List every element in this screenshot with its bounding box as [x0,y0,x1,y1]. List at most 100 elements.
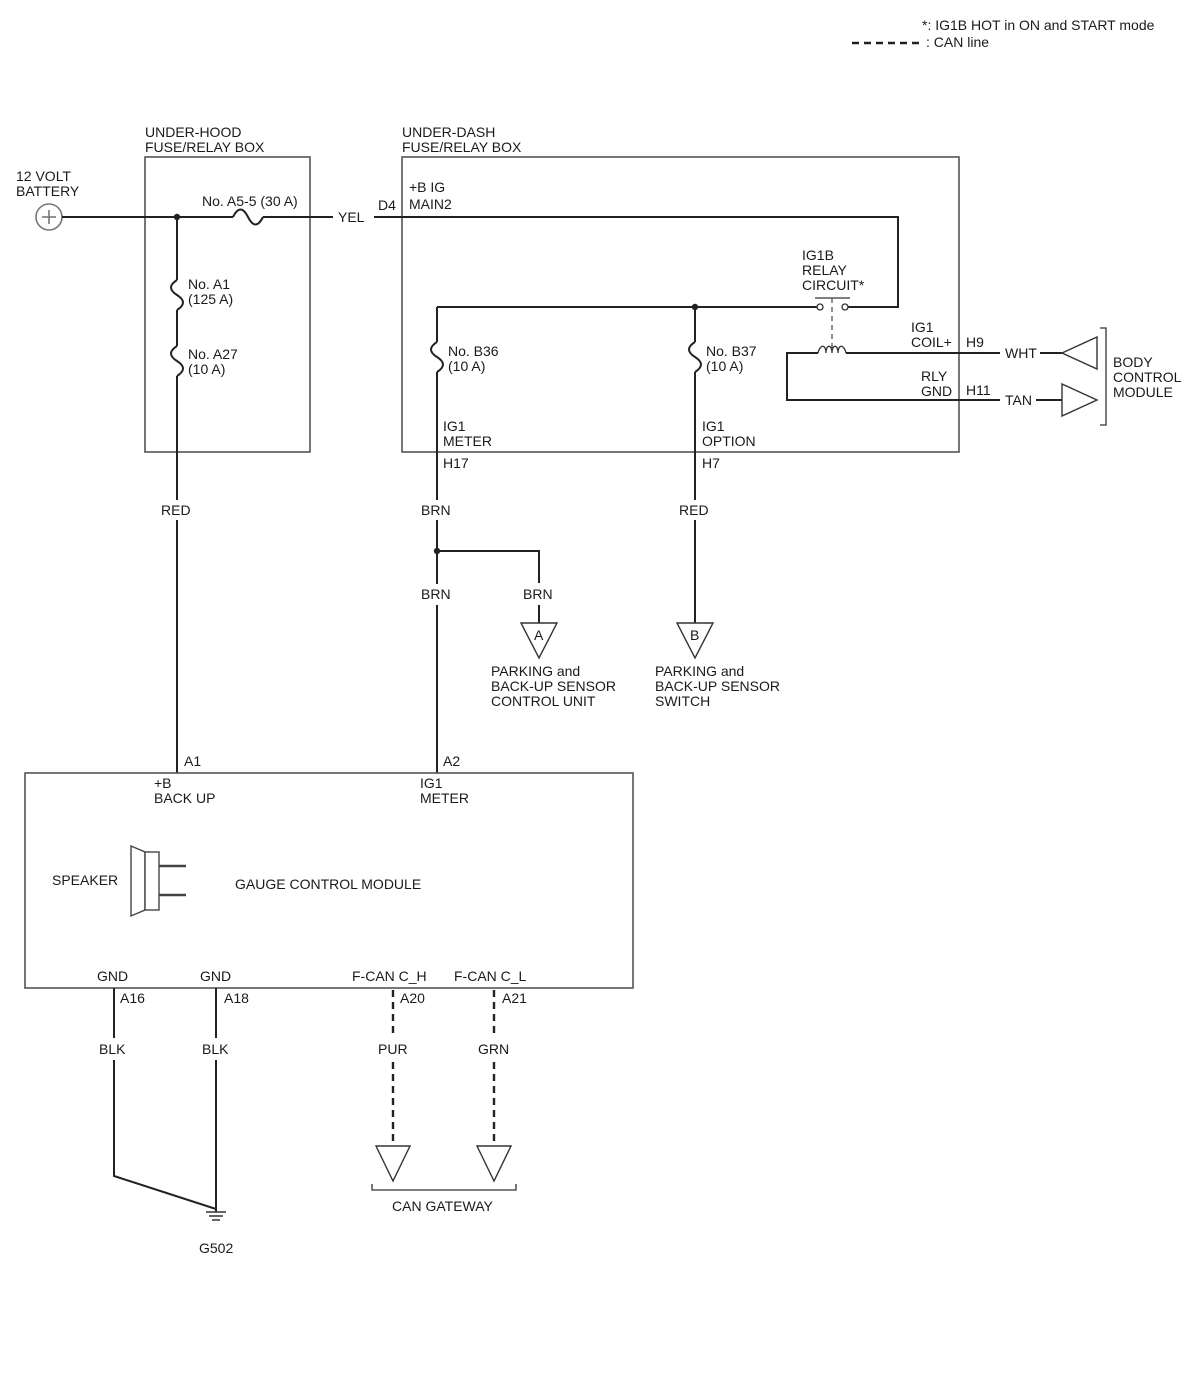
ig1-meter-label: IG1 [443,418,466,434]
can-gateway-connector-icon [475,1145,513,1183]
flag-a-label: PARKING and [491,663,580,679]
wire-color-tan: TAN [1005,392,1032,408]
flag-b-letter: B [690,627,699,643]
rly-gnd-label: GND [921,383,952,399]
fuse-a1-label: No. A1 [188,276,230,292]
ground-icon [206,1211,226,1221]
flag-b-label: SWITCH [655,693,710,709]
battery-label: 12 VOLT [16,168,71,184]
legend-can-line: : CAN line [926,34,989,50]
flag-b-connector-icon [675,622,715,660]
wire-color-wht: WHT [1005,345,1037,361]
relay-label: IG1B [802,247,834,263]
gauge-meter-label: IG1 [420,775,443,791]
connector-a21: A21 [502,990,527,1006]
connector-h17: H17 [443,455,469,471]
wire-color-blk: BLK [99,1041,126,1057]
bcm-bracket [1100,327,1107,426]
main2-label: MAIN2 [409,196,452,212]
wire-color-yel: YEL [338,209,365,225]
connector-a18: A18 [224,990,249,1006]
battery-label: BATTERY [16,183,80,199]
fuse-b36-icon [430,341,444,373]
wire-color-pur: PUR [378,1041,408,1057]
under-hood-title: FUSE/RELAY BOX [145,139,265,155]
fuse-b37-icon [688,341,702,373]
backup-label: +B [154,775,172,791]
blk-wire [113,1060,217,1210]
bcm-connector-icon [1061,382,1099,418]
tan-wire [786,352,1000,401]
connector-h9: H9 [966,334,984,350]
coil-label: COIL+ [911,334,952,350]
connector-a20: A20 [400,990,425,1006]
fcan-l-label: F-CAN C_L [454,968,527,984]
ig1-meter-label: METER [443,433,492,449]
fuse-a5-5-label: No. A5-5 (30 A) [202,193,298,209]
flag-a-letter: A [534,627,544,643]
fcan-h-label: F-CAN C_H [352,968,427,984]
flag-a-label: CONTROL UNIT [491,693,596,709]
bcm-label: BODY [1113,354,1153,370]
bcm-connector-icon [1060,335,1098,371]
ground-label: G502 [199,1240,233,1256]
speaker-label: SPEAKER [52,872,118,888]
coil-label: IG1 [911,319,934,335]
ig1b-relay-icon [815,297,850,354]
relay-label: RELAY [802,262,848,278]
flag-b-label: BACK-UP SENSOR [655,678,780,694]
can-gateway-connector-icon [374,1145,412,1183]
gnd-label: GND [200,968,231,984]
connector-h11: H11 [966,382,991,398]
gauge-module-title: GAUGE CONTROL MODULE [235,876,421,892]
ig1-option-label: IG1 [702,418,725,434]
wire-color-red: RED [161,502,191,518]
bcm-label: MODULE [1113,384,1173,400]
fuse-a1-label: (125 A) [188,291,233,307]
under-dash-fuse-box [401,156,960,453]
wire-color-brn: BRN [523,586,553,602]
fuse-b36-label: (10 A) [448,358,485,374]
bcm-label: CONTROL [1113,369,1182,385]
gauge-control-module-box [24,772,634,989]
gauge-meter-label: METER [420,790,469,806]
fuse-b37-label: (10 A) [706,358,743,374]
gnd-label: GND [97,968,128,984]
fuse-a27-icon [170,345,184,377]
speaker-icon [130,844,186,918]
wire-color-brn: BRN [421,502,451,518]
backup-label: BACK UP [154,790,215,806]
brn-branch-wire [437,550,540,583]
flag-a-label: BACK-UP SENSOR [491,678,616,694]
can-gateway-bracket [371,1184,517,1191]
fuse-a27-label: (10 A) [188,361,225,377]
under-hood-fuse-box [144,156,311,453]
connector-a1: A1 [184,753,201,769]
wire-color-red: RED [679,502,709,518]
yel-wire [374,216,899,308]
flag-b-label: PARKING and [655,663,744,679]
fuse-b36-label: No. B36 [448,343,499,359]
fuse-a1-icon [170,279,184,311]
flag-a-connector-icon [519,622,559,660]
ig1-option-label: OPTION [702,433,756,449]
under-dash-title: FUSE/RELAY BOX [402,139,522,155]
battery-icon [35,203,63,231]
wire-color-grn: GRN [478,1041,509,1057]
can-gateway-label: CAN GATEWAY [392,1198,494,1214]
connector-h7: H7 [702,455,720,471]
fuse-a27-label: No. A27 [188,346,238,362]
wire-color-blk: BLK [202,1041,229,1057]
connector-a2: A2 [443,753,460,769]
rly-gnd-label: RLY [921,368,948,384]
under-hood-title: UNDER-HOOD [145,124,241,140]
fuse-b37-label: No. B37 [706,343,757,359]
wire-color-brn: BRN [421,586,451,602]
connector-a16: A16 [120,990,145,1006]
connector-d4: D4 [378,197,396,213]
legend-note: *: IG1B HOT in ON and START mode [922,17,1155,33]
main2-label: +B IG [409,179,445,195]
under-dash-title: UNDER-DASH [402,124,495,140]
relay-label: CIRCUIT* [802,277,865,293]
